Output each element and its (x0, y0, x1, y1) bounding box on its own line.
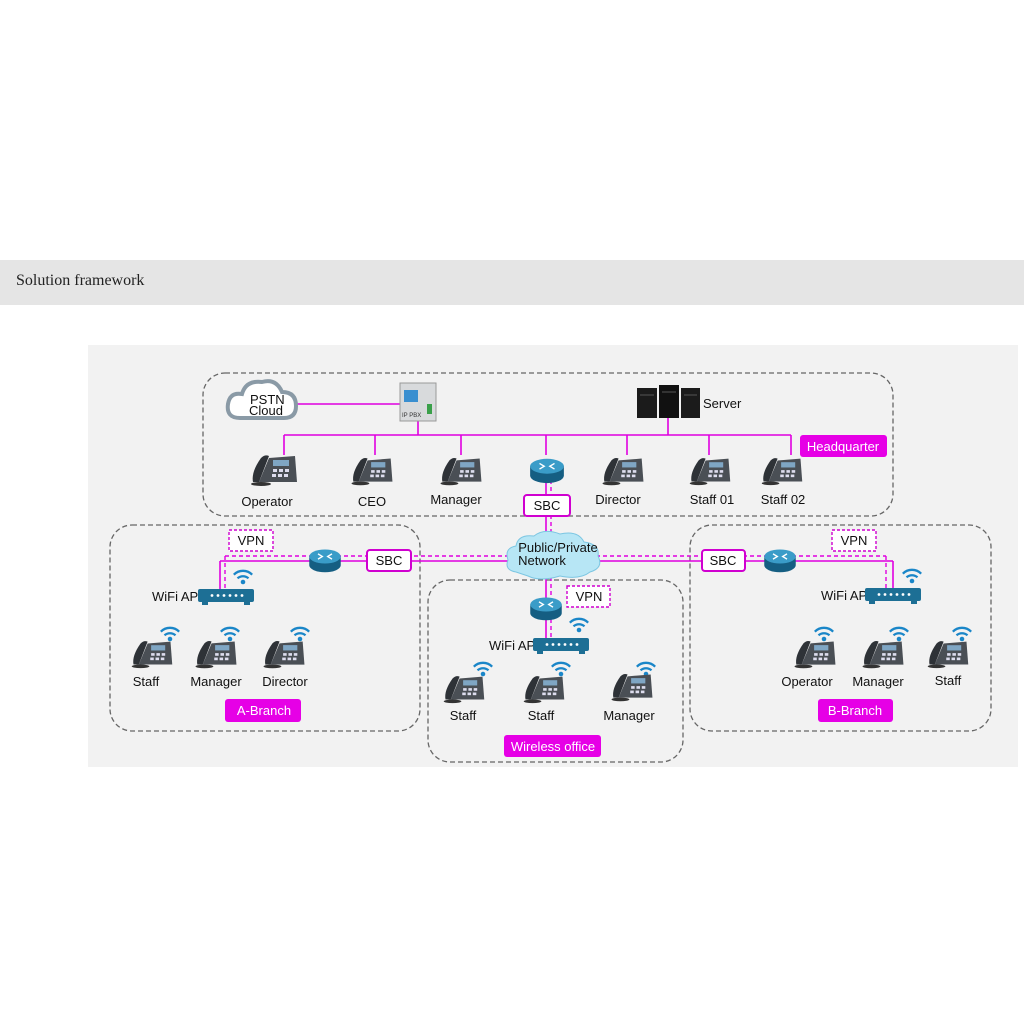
a-branch-region (109, 524, 421, 732)
phone-label: Staff (450, 708, 477, 723)
svg-text:Network: Network (518, 553, 566, 568)
headquarter-badge: Headquarter (800, 435, 887, 457)
wifi-ap-label: WiFi AP (152, 589, 198, 604)
wireless-office-vpn-box: VPN (566, 585, 611, 608)
phone-label: Operator (781, 674, 833, 689)
b-branch-vpn-box: VPN (831, 529, 877, 552)
section-header: Solution framework (0, 260, 1024, 305)
phone-label: Staff (133, 674, 160, 689)
svg-text:SBC: SBC (534, 498, 561, 513)
b-branch-badge: B-Branch (818, 699, 893, 722)
svg-text:A-Branch: A-Branch (237, 703, 291, 718)
wireless-office-badge: Wireless office (504, 735, 601, 757)
a-branch-vpn-box: VPN (228, 529, 274, 552)
svg-text:Cloud: Cloud (249, 403, 283, 418)
b-branch-sbc-box: SBC (701, 549, 746, 572)
svg-text:VPN: VPN (238, 533, 265, 548)
wifi-ap-label: WiFi AP (821, 588, 867, 603)
phone-label: Manager (852, 674, 904, 689)
svg-text:SBC: SBC (710, 553, 737, 568)
a-branch-badge: A-Branch (225, 699, 301, 722)
wifi-ap-label: WiFi AP (489, 638, 535, 653)
wireless-office-region (427, 579, 684, 763)
server-icon (637, 385, 700, 418)
svg-text:Headquarter: Headquarter (807, 439, 880, 454)
phone-label: Director (595, 492, 641, 507)
router-icon (308, 548, 342, 573)
b-branch-region (689, 524, 992, 732)
phone-label: Manager (190, 674, 242, 689)
server-label: Server (703, 396, 742, 411)
svg-text:SBC: SBC (376, 553, 403, 568)
svg-text:IP PBX: IP PBX (402, 413, 421, 419)
svg-text:Public/Private: Public/Private (518, 540, 597, 555)
svg-text:Wireless office: Wireless office (511, 739, 595, 754)
phone-label: Operator (241, 494, 293, 509)
svg-text:VPN: VPN (841, 533, 868, 548)
router-icon (529, 458, 565, 484)
svg-text:B-Branch: B-Branch (828, 703, 882, 718)
phone-label: Manager (430, 492, 482, 507)
section-title: Solution framework (16, 272, 145, 289)
phone-label: Staff 01 (690, 492, 735, 507)
phone-label: Staff (528, 708, 555, 723)
phone-label: CEO (358, 494, 386, 509)
hq-sbc-box: SBC (523, 494, 571, 517)
pstn-cloud-icon: PSTN Cloud (225, 379, 299, 420)
phone-label: Staff (935, 673, 962, 688)
svg-text:PSTN: PSTN (250, 392, 285, 407)
phone-label: Staff 02 (761, 492, 806, 507)
router-icon (529, 596, 563, 621)
phone-label: Manager (603, 708, 655, 723)
router-icon (763, 548, 797, 573)
svg-text:VPN: VPN (576, 589, 603, 604)
phone-label: Director (262, 674, 308, 689)
a-branch-sbc-box: SBC (366, 549, 412, 572)
public-private-network-cloud-icon: Public/Private Network (506, 530, 601, 580)
ip-pbx-icon: IP PBX (399, 382, 437, 422)
